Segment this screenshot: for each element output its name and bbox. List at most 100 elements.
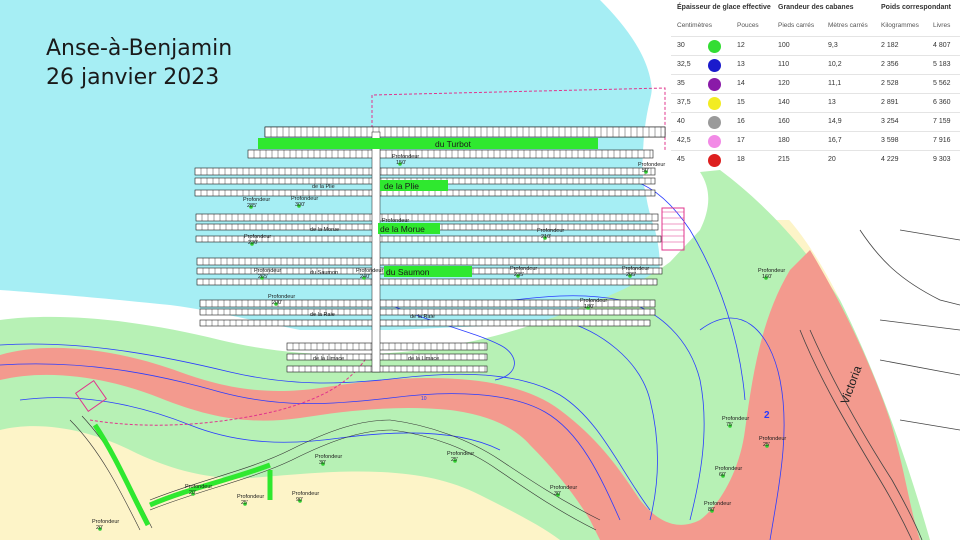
- cabin-row: [247, 149, 654, 159]
- legend-cell: 45: [677, 156, 685, 163]
- depth-value: 150': [396, 160, 406, 166]
- legend-cell: 7 159: [933, 118, 951, 125]
- depth-word: Profondeur: [392, 154, 419, 160]
- lake-water: [0, 0, 660, 330]
- ice-color-swatch: [708, 59, 721, 72]
- legend-cell: 5 183: [933, 61, 951, 68]
- cabin-row: [286, 342, 488, 351]
- cabin-row: [195, 213, 659, 222]
- depth-word: Profondeur: [638, 162, 665, 168]
- legend-cell: 9 303: [933, 156, 951, 163]
- legend-cell: 18: [737, 156, 745, 163]
- cabin-row: [264, 126, 666, 138]
- depth-value: 25': [763, 442, 770, 448]
- depth-word: Profondeur: [356, 268, 383, 274]
- cabin-row: [199, 319, 651, 327]
- depth-value: 50': [642, 168, 649, 174]
- street-name: de la Morue: [380, 224, 425, 234]
- depth-value: 205': [626, 272, 636, 278]
- depth-dot: [628, 274, 632, 278]
- legend-cell: 100: [778, 42, 790, 49]
- legend-cell: 15: [737, 99, 745, 106]
- legend-cell: 110: [778, 61, 790, 68]
- depth-dot: [721, 474, 725, 478]
- depth-value: 235': [514, 272, 524, 278]
- legend-cell: 2 356: [881, 61, 899, 68]
- depth-dot: [453, 459, 457, 463]
- central-trunk: [371, 131, 381, 373]
- legend-cell: 35: [677, 80, 685, 87]
- legend-cell: 2 528: [881, 80, 899, 87]
- legend-cell: 9,3: [828, 42, 838, 49]
- depth-value: 200': [272, 300, 282, 306]
- depth-word: Profondeur: [580, 298, 607, 304]
- legend-cell: 160: [778, 118, 790, 125]
- depth-value: 30': [319, 460, 326, 466]
- legend-cell: 16: [737, 118, 745, 125]
- depth-word: Profondeur: [237, 494, 264, 500]
- depth-value: 210': [541, 234, 551, 240]
- legend-group-cabin: Grandeur des cabanes: [778, 4, 854, 11]
- legend-cell: 20: [828, 156, 836, 163]
- legend-col-in: Pouces: [737, 22, 759, 29]
- ice-color-swatch: [708, 135, 721, 148]
- street-small-label: de la Raie: [410, 314, 435, 320]
- cabin-row: [286, 365, 488, 373]
- legend-col-sqft: Pieds carrés: [778, 22, 815, 29]
- legend-group-ice: Épaisseur de glace effective: [677, 4, 771, 11]
- depth-dot: [249, 205, 253, 209]
- depth-dot: [398, 162, 402, 166]
- depth-word: Profondeur: [92, 519, 119, 525]
- legend-group-weight: Poids correspondant: [881, 4, 952, 11]
- depth-value: 265': [258, 274, 268, 280]
- depth-word: Profondeur: [704, 501, 731, 507]
- cabin-row: [199, 308, 656, 316]
- depth-value: 230': [248, 240, 258, 246]
- depth-word: Profondeur: [243, 197, 270, 203]
- depth-value: 75': [726, 422, 733, 428]
- depth-dot: [710, 509, 714, 513]
- legend-cell: 14,9: [828, 118, 842, 125]
- depth-value: 285': [247, 203, 257, 209]
- legend-cell: 7 916: [933, 137, 951, 144]
- cabin-row: [194, 167, 656, 176]
- depth-word: Profondeur: [622, 266, 649, 272]
- legend-col-cm: Centimètres: [677, 22, 713, 29]
- depth-word: Profondeur: [722, 416, 749, 422]
- legend-cell: 37,5: [677, 99, 691, 106]
- depth-word: Profondeur: [447, 451, 474, 457]
- legend-cell: 3 598: [881, 137, 899, 144]
- depth-word: Profondeur: [758, 268, 785, 274]
- cabin-row: [195, 235, 662, 243]
- ice-color-swatch: [708, 154, 721, 167]
- legend-cell: 120: [778, 80, 790, 87]
- legend-cell: 40: [677, 118, 685, 125]
- legend-cell: 11,1: [828, 80, 842, 87]
- depth-dot: [516, 274, 520, 278]
- legend-cell: 5 562: [933, 80, 951, 87]
- legend-cell: 180: [778, 137, 790, 144]
- cabin-row: [196, 278, 658, 286]
- cabin-row: [199, 299, 656, 308]
- legend-cell: 42,5: [677, 137, 691, 144]
- place-name: Anse-à-Benjamin: [46, 36, 233, 61]
- depth-dot: [764, 276, 768, 280]
- cabin-row: [286, 353, 488, 361]
